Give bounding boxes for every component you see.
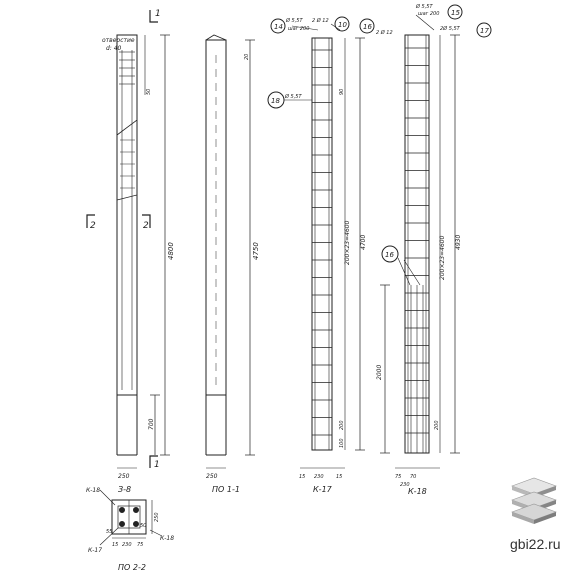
section-marker-top: 1 xyxy=(155,9,161,19)
dim-width-250-b: 250 xyxy=(206,473,218,480)
bar-label-55t-b: Ø 5,5T xyxy=(415,3,433,10)
caption-k18-section: К-18 xyxy=(86,487,100,494)
bubble-15: 15 xyxy=(451,9,460,17)
sec-dim-55: 55 xyxy=(106,529,112,535)
bar-label-12: 2 Ø 12 xyxy=(312,17,329,24)
bubble-10: 10 xyxy=(338,21,347,29)
dim-4930: 4930 xyxy=(455,235,462,250)
column-elevation xyxy=(86,10,170,469)
cage-k18 xyxy=(380,14,460,469)
section-marker-bottom: 1 xyxy=(154,460,160,470)
caption-k18-section-2: К-18 xyxy=(160,535,174,542)
dim-230-b: 230 xyxy=(400,482,410,488)
bubble-14: 14 xyxy=(274,23,283,31)
bubble-16-mid: 16 xyxy=(385,251,394,259)
dim-4750: 4750 xyxy=(252,242,260,260)
section-marker-right: 2 xyxy=(143,221,149,231)
callout-bubbles xyxy=(267,4,492,263)
sec-dim-250: 250 xyxy=(154,512,160,522)
bubble-17: 17 xyxy=(480,27,489,35)
bar-label-55t-c: 2Ø 5,5T xyxy=(440,25,461,32)
dim-90: 90 xyxy=(339,89,345,95)
cross-section xyxy=(99,489,163,546)
dim-200-a: 200 xyxy=(339,420,345,430)
dim-20: 20 xyxy=(244,54,250,60)
bubble-16-top: 16 xyxy=(363,23,372,31)
dim-100: 100 xyxy=(339,438,345,448)
logo-icon xyxy=(511,477,557,524)
side-view xyxy=(205,34,255,469)
dim-2000: 2000 xyxy=(376,365,383,380)
caption-po11: ПО 1-1 xyxy=(212,485,240,494)
bar-label-12-b: 2 Ø 12 xyxy=(376,29,393,36)
dim-k17-series: 200×23=4600 xyxy=(344,220,351,265)
section-marker-left: 2 xyxy=(90,221,96,231)
sec-dim-50: 50 xyxy=(140,523,146,529)
dim-75: 75 xyxy=(395,474,401,480)
step-label-200-b: шаг 200 xyxy=(418,11,439,17)
dim-230: 230 xyxy=(314,474,324,480)
sec-dim-75: 75 xyxy=(137,542,143,548)
dim-15-a: 15 xyxy=(299,474,305,480)
watermark-text: gbi22.ru xyxy=(510,536,561,552)
bar-label-55t: Ø 5,5T xyxy=(285,17,303,24)
dim-top-stack: 50 xyxy=(146,89,152,95)
bubble-18: 18 xyxy=(271,97,280,105)
hole-note-line2: d: 40 xyxy=(106,45,122,52)
caption-k17: К-17 xyxy=(313,485,333,494)
dim-700: 700 xyxy=(148,418,155,430)
dim-k18-series: 200×23=4600 xyxy=(439,235,446,280)
dim-width-250-a: 250 xyxy=(118,473,130,480)
dim-4700: 4700 xyxy=(360,235,367,250)
cage-k17 xyxy=(284,23,365,469)
hole-note-line1: отверстие xyxy=(102,37,135,44)
dim-15-b: 15 xyxy=(336,474,342,480)
caption-38: З-8 xyxy=(118,485,131,494)
caption-po22: ПО 2-2 xyxy=(118,563,146,572)
bar-label-55t-d: Ø 5,5T xyxy=(284,93,302,100)
caption-k17-section: К-17 xyxy=(88,547,102,554)
dim-4800: 4800 xyxy=(167,242,175,260)
caption-k18: К-18 xyxy=(408,487,427,496)
dim-200-b: 200 xyxy=(434,420,440,430)
sec-dim-15: 15 xyxy=(112,542,118,548)
step-label-200: шаг 200 xyxy=(288,26,309,32)
dim-70: 70 xyxy=(410,474,416,480)
sec-dim-230: 230 xyxy=(122,542,132,548)
